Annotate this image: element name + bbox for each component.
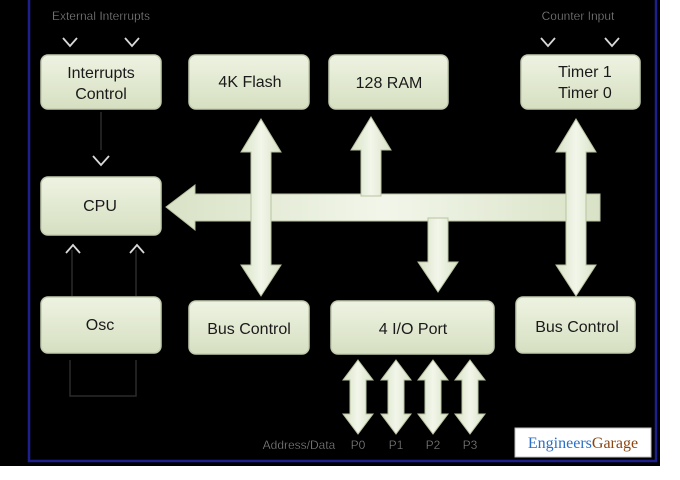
io-port-block xyxy=(330,300,495,355)
osc-label: Osc xyxy=(86,317,114,334)
ram-block xyxy=(328,54,449,110)
io-port-label: 4 I/O Port xyxy=(379,321,448,338)
bus-control-left-block xyxy=(188,300,310,355)
interrupts-control-block xyxy=(40,54,162,110)
logo-text-part1: Engineers xyxy=(528,435,592,452)
timer-block xyxy=(520,54,641,110)
bus-control-right-label: Bus Control xyxy=(535,319,619,336)
arrows xyxy=(165,116,601,435)
counter-chevron-1 xyxy=(540,37,556,48)
ext-int-chevron-2 xyxy=(124,37,140,48)
flash-block xyxy=(188,54,310,110)
port-arrow-p1 xyxy=(380,359,412,435)
signal-lines xyxy=(69,112,137,397)
address-data-caption: Address/Data xyxy=(263,438,336,452)
engineers-garage-logo: EngineersGarage xyxy=(514,427,652,458)
ram-label: 128 RAM xyxy=(356,75,423,92)
osc-block xyxy=(40,296,162,354)
cpu-label: CPU xyxy=(83,198,117,215)
diagram-frame xyxy=(27,0,658,463)
ram-bus-arrow xyxy=(350,116,392,197)
external-interrupts-caption: External Interrupts xyxy=(52,9,150,23)
main-bus-arrow xyxy=(165,183,601,232)
blocks xyxy=(40,54,641,355)
osc-chevron-2 xyxy=(129,243,145,254)
bus-control-right-block xyxy=(515,296,636,354)
flash-bus-arrow xyxy=(240,118,282,297)
interrupts-control-label-2: Control xyxy=(75,86,127,103)
logo-text-part2: Garage xyxy=(592,435,638,452)
counter-input-caption: Counter Input xyxy=(542,9,615,23)
timer-bus-arrow xyxy=(555,118,597,297)
port-label-p2: P2 xyxy=(426,438,441,452)
flash-label: 4K Flash xyxy=(218,74,281,91)
cpu-in-chevron xyxy=(92,155,110,167)
timer0-label: Timer 0 xyxy=(558,85,612,102)
port-label-p1: P1 xyxy=(389,438,404,452)
ext-int-chevron-1 xyxy=(62,37,78,48)
bus-control-left-label: Bus Control xyxy=(207,321,291,338)
osc-chevron-1 xyxy=(65,243,81,254)
port-arrow-p2 xyxy=(417,359,449,435)
port-arrow-p0 xyxy=(342,359,374,435)
port-label-p0: P0 xyxy=(351,438,366,452)
logo-box xyxy=(514,427,652,458)
port-label-p3: P3 xyxy=(463,438,478,452)
logo-text: EngineersGarage xyxy=(528,435,638,452)
timer1-label: Timer 1 xyxy=(558,64,612,81)
counter-chevron-2 xyxy=(604,37,620,48)
io-bus-arrow xyxy=(417,217,459,293)
interrupts-control-label-1: Interrupts xyxy=(67,65,135,82)
chevrons xyxy=(62,37,620,254)
cpu-block xyxy=(40,176,162,236)
port-arrow-p3 xyxy=(454,359,486,435)
